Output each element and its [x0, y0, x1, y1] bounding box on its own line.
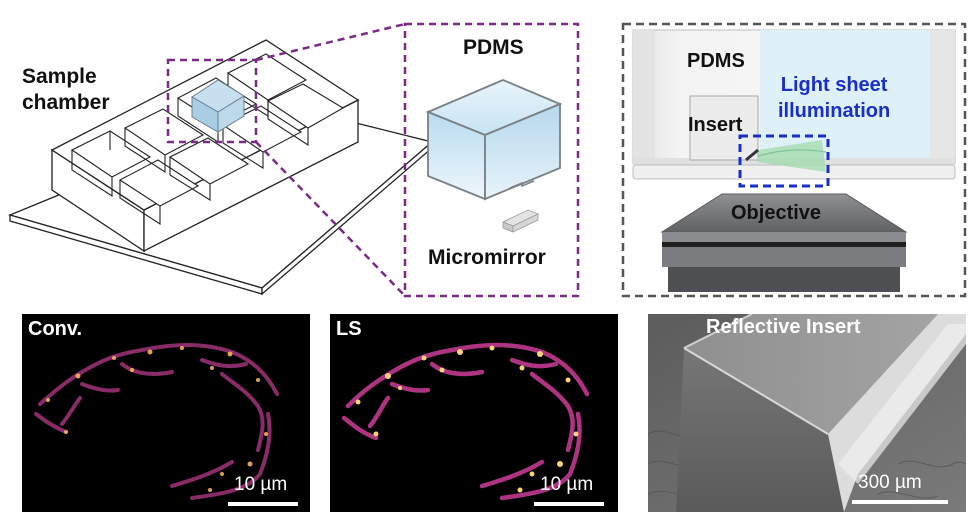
sem-label: Reflective Insert — [706, 316, 861, 338]
conv-scale-bar — [228, 502, 298, 506]
conv-scale-label: 10 µm — [234, 474, 288, 495]
conv-mitochondria — [34, 343, 279, 500]
roi-box — [738, 134, 830, 188]
conv-label: Conv. — [28, 318, 83, 340]
sample-chamber-label-line1: Sample — [22, 65, 97, 88]
side-pdms-label: PDMS — [687, 50, 745, 72]
pdms-housing — [632, 29, 956, 180]
objective-label: Objective — [731, 202, 822, 224]
insert-block — [689, 95, 759, 161]
chamber-pdms-cube — [191, 79, 245, 133]
sem-scale-label: 300 µm — [858, 472, 922, 493]
side-micromirror — [745, 148, 759, 162]
side-insert-label: Insert — [688, 114, 743, 136]
pdms-zoom-label: PDMS — [463, 36, 524, 59]
objective-lens — [660, 193, 908, 292]
conv-image: Conv. 10 µm — [22, 314, 310, 512]
light-sheet-label-line1: Light sheet — [780, 74, 888, 96]
ls-image: LS 10 µm — [330, 314, 618, 512]
zoom-line-top — [255, 22, 406, 62]
sample-chamber-label-line2: chamber — [22, 91, 110, 114]
sem-image: Reflective Insert 300 µm — [648, 314, 966, 512]
side-view-frame — [621, 22, 967, 298]
micromirror-icon — [502, 209, 539, 233]
light-sheet-beam — [757, 140, 827, 172]
sem-scale-bar — [852, 500, 948, 504]
pdms-cube-zoomed — [425, 79, 563, 201]
light-sheet-label: Light sheet illumination — [778, 72, 890, 124]
ls-label: LS — [336, 318, 362, 340]
sem-insert-picture — [648, 314, 966, 512]
sample-chamber-label: Sample chamber — [22, 64, 110, 116]
light-sheet-label-line2: illumination — [778, 100, 891, 122]
micromirror-label: Micromirror — [428, 246, 546, 269]
ls-mitochondria — [341, 342, 590, 501]
zoom-target-rect — [403, 22, 580, 298]
ls-scale-bar — [534, 502, 604, 506]
ls-scale-label: 10 µm — [540, 474, 594, 495]
